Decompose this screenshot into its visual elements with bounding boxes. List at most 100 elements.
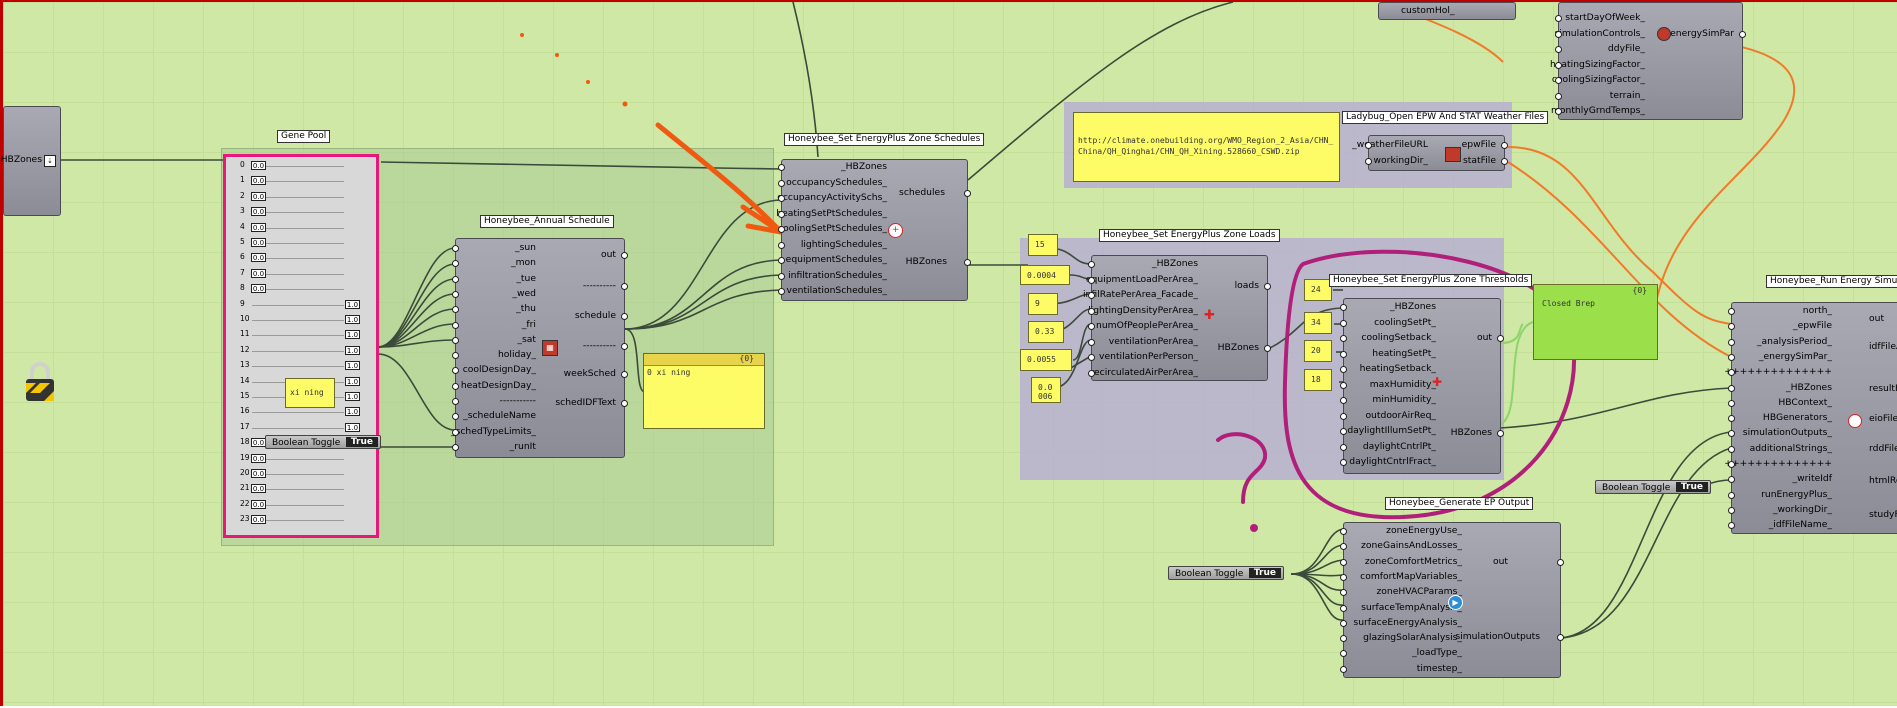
zs-in-5[interactable]: lightingSchedules_ [800,238,887,250]
as-in-grip-13[interactable] [452,443,459,451]
zl-in-3[interactable]: lightingDensityPerArea_ [1088,304,1198,316]
as-in-6[interactable]: _sat [517,333,536,345]
threshold-value-panel-1[interactable]: 34 [1304,312,1332,334]
rs-in-13[interactable]: _workingDir_ [1772,503,1832,515]
rs-in-grip-0[interactable] [1728,308,1735,315]
go-in-grip-2[interactable] [1340,558,1347,566]
go-in-1[interactable]: zoneGainsAndLosses_ [1361,540,1462,552]
gene-slider-22[interactable]: 0.0 [251,499,266,509]
as-in-grip-12[interactable] [452,428,459,436]
zl-in-5[interactable]: ventilationPerArea_ [1108,335,1198,347]
oe-out-grip-0[interactable] [1501,142,1508,149]
as-in-grip-9[interactable] [452,382,459,390]
load-value-panel-1[interactable]: 0.0004 [1020,265,1070,285]
go-in-5[interactable]: surfaceTempAnalysis_ [1361,601,1462,613]
rs-in-grip-11[interactable] [1728,476,1735,484]
as-out-1[interactable]: ---------- [582,280,616,291]
zs-in-grip-1[interactable] [778,179,785,187]
load-value-panel-5[interactable]: 0.0 006 [1031,377,1061,403]
zt-in-5[interactable]: maxHumidity_ [1369,378,1436,390]
as-in-11[interactable]: _scheduleName [463,410,536,422]
zs-out-grip-1[interactable] [964,259,971,266]
gene-slider-10[interactable]: 1.0 [345,315,360,324]
gene-slider-1[interactable]: 0.0 [251,176,266,186]
hbzones-stub[interactable]: HBZones ⇣ [1,106,61,216]
zt-in-grip-9[interactable] [1340,443,1347,451]
as-in-3[interactable]: _wed [512,287,536,299]
rs-in-9[interactable]: additionalStrings_ [1749,442,1832,454]
zt-in-0[interactable]: _HBZones [1390,301,1436,312]
rs-in-grip-2[interactable] [1728,338,1735,346]
go-in-4[interactable]: zoneHVACParams_ [1376,586,1462,598]
threshold-value-panel-0[interactable]: 24 [1304,279,1332,301]
closed-brep-panel[interactable]: {0} Closed Brep [1533,284,1658,360]
as-in-5[interactable]: _fri [521,318,536,330]
rs-in-grip-4[interactable] [1728,369,1735,377]
load-value-panel-4[interactable]: 0.0055 [1020,349,1072,371]
zl-in-7[interactable]: recirculatedAirPerArea_ [1090,366,1198,378]
zs-out-1[interactable]: HBZones [905,256,947,267]
as-in-grip-1[interactable] [452,260,459,268]
gene-slider-8[interactable]: 0.0 [251,284,266,294]
sim-par-component[interactable]: startDayOfWeek_simulationControls_ddyFil… [1550,2,1746,120]
boolean-toggle-3[interactable]: Boolean Toggle True [1595,480,1711,494]
sp-in-6[interactable]: monthlyGrndTemps_ [1550,105,1645,116]
url-panel[interactable]: http://climate.onebuilding.org/WMO_Regio… [1073,112,1340,182]
zt-in-2[interactable]: coolingSetback_ [1361,332,1436,343]
oe-in-grip-1[interactable] [1365,158,1372,165]
zs-in-7[interactable]: infiltrationSchedules_ [788,269,887,281]
as-out-0[interactable]: out [600,249,616,260]
as-in-grip-8[interactable] [452,367,459,375]
go-in-grip-3[interactable] [1340,573,1347,581]
as-in-8[interactable]: coolDesignDay_ [462,364,536,376]
zt-in-grip-3[interactable] [1340,350,1347,358]
zl-out-1[interactable]: HBZones [1217,342,1259,353]
as-out-grip-5[interactable] [621,400,628,407]
zt-in-grip-8[interactable] [1340,428,1347,435]
gene-slider-13[interactable]: 1.0 [345,361,360,371]
zt-in-6[interactable]: minHumidity_ [1372,394,1436,405]
rs-in-14[interactable]: _idfFileName_ [1768,519,1832,531]
as-out-4[interactable]: weekSched [563,368,616,379]
go-in-grip-7[interactable] [1340,635,1347,643]
rs-out-4[interactable]: rddFileA [1869,443,1897,454]
as-in-grip-5[interactable] [452,321,459,329]
zs-in-grip-0[interactable] [778,164,785,171]
go-in-0[interactable]: zoneEnergyUse_ [1386,525,1462,536]
threshold-value-panel-3[interactable]: 18 [1304,369,1332,391]
oe-out-0[interactable]: epwFile [1461,139,1496,150]
zs-in-2[interactable]: occupancyActivitySchs_ [777,192,887,203]
zl-in-4[interactable]: numOfPeoplePerArea_ [1096,320,1198,331]
as-out-2[interactable]: schedule [574,310,616,321]
sp-out-0[interactable]: energySimPar [1670,28,1734,39]
rs-in-grip-1[interactable] [1728,323,1735,331]
zs-in-3[interactable]: heatingSetPtSchedules_ [776,207,887,219]
go-in-9[interactable]: timestep_ [1416,662,1462,674]
zt-in-10[interactable]: daylightCntrlFract_ [1349,456,1436,467]
gene-slider-3[interactable]: 0.0 [251,207,266,217]
zs-in-grip-2[interactable] [778,195,785,202]
zl-in-grip-3[interactable] [1088,307,1095,315]
as-in-0[interactable]: _sun [514,242,536,253]
toggle-2-value[interactable]: True [1248,568,1281,578]
zs-in-1[interactable]: occupancySchedules_ [786,176,887,188]
rs-out-5[interactable]: htmlRep [1869,475,1897,486]
go-in-grip-0[interactable] [1340,528,1347,535]
sp-in-4[interactable]: coolingSizingFactor_ [1551,74,1645,85]
sp-in-grip-2[interactable] [1555,46,1562,53]
oe-in-grip-0[interactable] [1365,142,1372,149]
zt-in-4[interactable]: heatingSetback_ [1359,363,1436,374]
sp-in-grip-1[interactable] [1555,30,1562,38]
rs-out-1[interactable]: idfFileA [1869,341,1897,352]
gene-slider-12[interactable]: 1.0 [345,345,360,355]
rs-out-6[interactable]: studyFo [1869,509,1897,520]
gene-slider-5[interactable]: 0.0 [251,238,266,247]
go-in-7[interactable]: glazingSolarAnalysis_ [1363,632,1462,644]
rs-in-grip-7[interactable] [1728,415,1735,423]
zl-in-grip-5[interactable] [1088,338,1095,346]
zl-in-grip-1[interactable] [1088,276,1095,284]
gene-slider-17[interactable]: 1.0 [345,422,360,432]
